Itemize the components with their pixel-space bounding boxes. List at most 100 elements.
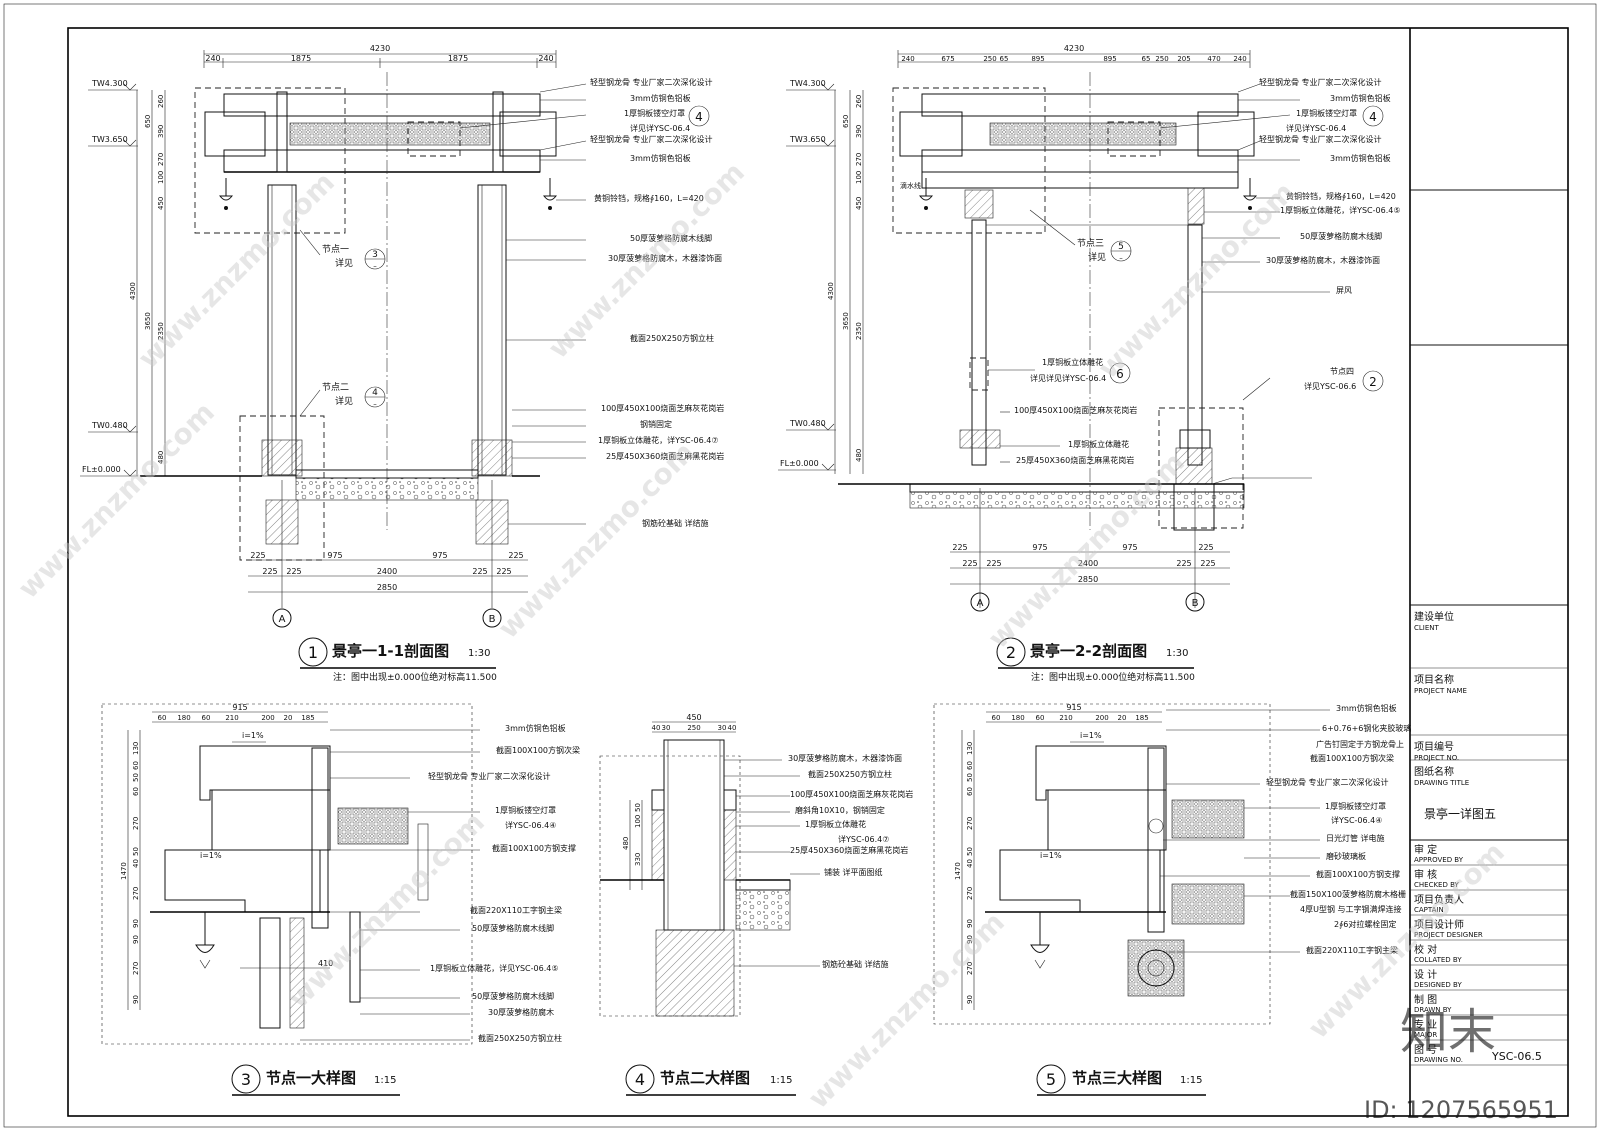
s2-left-dim-390: 390 [855,125,863,138]
d3-label-11: 截面250X250方钢立柱 [478,1033,562,1043]
s2-elevation-markers: TW4.300 TW3.650 TW0.480 FL±0.000 [778,79,836,471]
drawing-no-label: 图 号 [1414,1044,1437,1056]
s2-node6-label: 1厚铜板立体雕花 [1042,357,1103,367]
d3-left-dim-270a: 270 [132,817,140,830]
d3-left-dim-60b: 60 [132,787,140,796]
d4-labels: 30厚菠萝格防腐木，木器漆饰面 截面250X250方钢立柱 100厚450X10… [724,753,913,969]
d3-left-dim-90b: 90 [132,935,140,944]
s2-top-dim-5: 895 [1031,55,1044,63]
s1-axis-b: B [489,614,496,625]
s1-bottom-r2-225-d: 225 [496,567,511,576]
d4-top-dim-2: 30 [662,724,671,732]
watermark-id: ID: 1207565951 [1364,1096,1558,1124]
s1-label-7: 50厚菠萝格防腐木线脚 [630,233,712,243]
s1-label-9: 截面250X250方钢立柱 [630,333,714,343]
d5-label-8: 磨砂玻璃板 [1326,851,1366,861]
d4-left-dim-480: 480 [622,837,630,850]
s1-top-dim-1: 240 [205,54,220,63]
s1-label-0: 轻型钢龙骨 专业厂家二次深化设计 [590,77,713,87]
d3-slope-mid: i=1% [200,851,222,860]
d5-label-13: 截面220X110工字钢主梁 [1306,945,1398,955]
s1-top-dim-4: 240 [538,54,553,63]
s1-left-dim-270: 270 [157,153,165,166]
d5-left-dim-60a: 60 [966,761,974,770]
s1-left-dim-480: 480 [157,451,165,464]
d3-top-dim-3: 60 [202,714,211,722]
s1-left-dim-2350: 2350 [157,322,165,340]
s2-label-3: 详见详YSC-06.4 [1286,123,1346,133]
d4-label-1: 截面250X250方钢立柱 [808,769,892,779]
s1-label-3: 详见详YSC-06.4 [630,123,690,133]
drawing-title-value: 景亭一详图五 [1424,806,1496,821]
d3-top-dim-5: 200 [261,714,274,722]
d5-label-7: 日光灯管 详电施 [1326,833,1385,843]
d5-label-11: 4厚U型钢 与工字钢满焊连接 [1300,904,1402,914]
project-no-label: 项目编号 [1414,740,1454,753]
d3-label-2: 轻型钢龙骨 专业厂家二次深化设计 [428,771,551,781]
s2-elev-tw3650: TW3.650 [789,135,826,144]
d5-label-0: 3mm仿铜色铝板 [1336,703,1397,713]
d5-label-4: 轻型钢龙骨 专业厂家二次深化设计 [1266,777,1389,787]
s2-left-dim-4300: 4300 [827,282,835,300]
s1-elev-tw3650: TW3.650 [91,135,128,144]
d5-top-dim-2: 180 [1011,714,1024,722]
s2-axis-a: A [977,598,984,609]
watermark-site-8: www.znzmo.com [802,906,1011,1115]
s2-label-10: 屏风 [1336,286,1352,295]
s2-left-dim-3650: 3650 [842,312,850,330]
s1-bottom-r2-2400: 2400 [377,567,397,576]
s1-bottom-r2-225-a: 225 [262,567,277,576]
d3-left-dim-90a: 90 [132,919,140,928]
s1-label-4: 轻型钢龙骨 专业厂家二次深化设计 [590,134,713,144]
d5-left-dim-1470: 1470 [954,862,962,880]
d3-label-4: 详YSC-06.4④ [505,820,556,830]
s1-top-dim-2: 1875 [291,54,311,63]
designed-label-en: DESIGNED BY [1414,981,1462,989]
s2-bottom-dim-975-b: 975 [1122,543,1137,552]
s2-top-dim-4: 65 [1000,55,1009,63]
d3-left-dim-1470: 1470 [120,862,128,880]
d5-label-6: 详YSC-06.4④ [1331,815,1382,825]
s2-label-7: 1厚铜板立体雕花，详YSC-06.4⑤ [1280,205,1401,215]
s2-node3-num: 5 [1118,242,1124,252]
s1-top-dim-3: 1875 [448,54,468,63]
d3-label-0: 3mm仿铜色铝板 [505,723,566,733]
d3-label-7: 50厚菠萝格防腐木线脚 [472,923,554,933]
s1-left-dim-100: 100 [157,171,165,184]
s1-label-12: 1厚铜板立体雕花，详YSC-06.4⑦ [598,435,719,445]
s1-view-scale: 1:30 [468,648,490,659]
d5-view-title: 节点三大样图 [1072,1069,1162,1087]
s1-bottom-dim-225-b: 225 [508,551,523,560]
d5-view-scale: 1:15 [1180,1075,1202,1086]
s1-node2-label: 节点二 [322,382,349,393]
s2-top-dim-7: 65 [1142,55,1151,63]
s1-elev-fl000: FL±0.000 [82,465,121,474]
s1-node1-sheet: – [373,262,377,270]
d5-top-dim-3: 60 [1036,714,1045,722]
section-2-2: 4230 240 675 250 65 895 895 65 250 205 4… [778,44,1401,683]
s1-view-title: 景亭一1-1剖面图 [332,642,449,660]
s2-left-dim-450: 450 [855,197,863,210]
s1-left-dim-450: 450 [157,197,165,210]
s2-top-dim-9: 205 [1177,55,1190,63]
d3-left-dim-60a: 60 [132,761,140,770]
d5-top-dim-4: 210 [1059,714,1072,722]
d5-label-1: 6+0.76+6钢化夹胶玻璃 [1322,723,1411,733]
s1-view-note: 注：图中出现±0.000位绝对标高11.500 [333,671,497,683]
d3-top-dim-2: 180 [177,714,190,722]
s1-elev-tw4300: TW4.300 [91,79,128,88]
s2-top-dim-1: 240 [901,55,914,63]
d5-top-dim-7: 185 [1135,714,1148,722]
s2-bottom-r2-2400: 2400 [1078,559,1098,568]
s2-node4-num: 2 [1369,375,1377,389]
s2-view-number: 2 [1006,643,1016,662]
d4-label-2: 100厚450X100烧面芝麻灰花岗岩 [790,789,913,799]
major-label: 专 业 [1414,1018,1437,1031]
detail-5: 915 60 180 60 210 200 20 185 i=1% i=1% 1… [933,703,1411,1096]
watermark-logo: 知末 [1400,1004,1496,1060]
s1-left-dim-390: 390 [157,125,165,138]
d5-left-dim-90b: 90 [966,935,974,944]
s2-view-title: 景亭一2-2剖面图 [1030,642,1147,660]
s1-bottom-r2-225-c: 225 [472,567,487,576]
